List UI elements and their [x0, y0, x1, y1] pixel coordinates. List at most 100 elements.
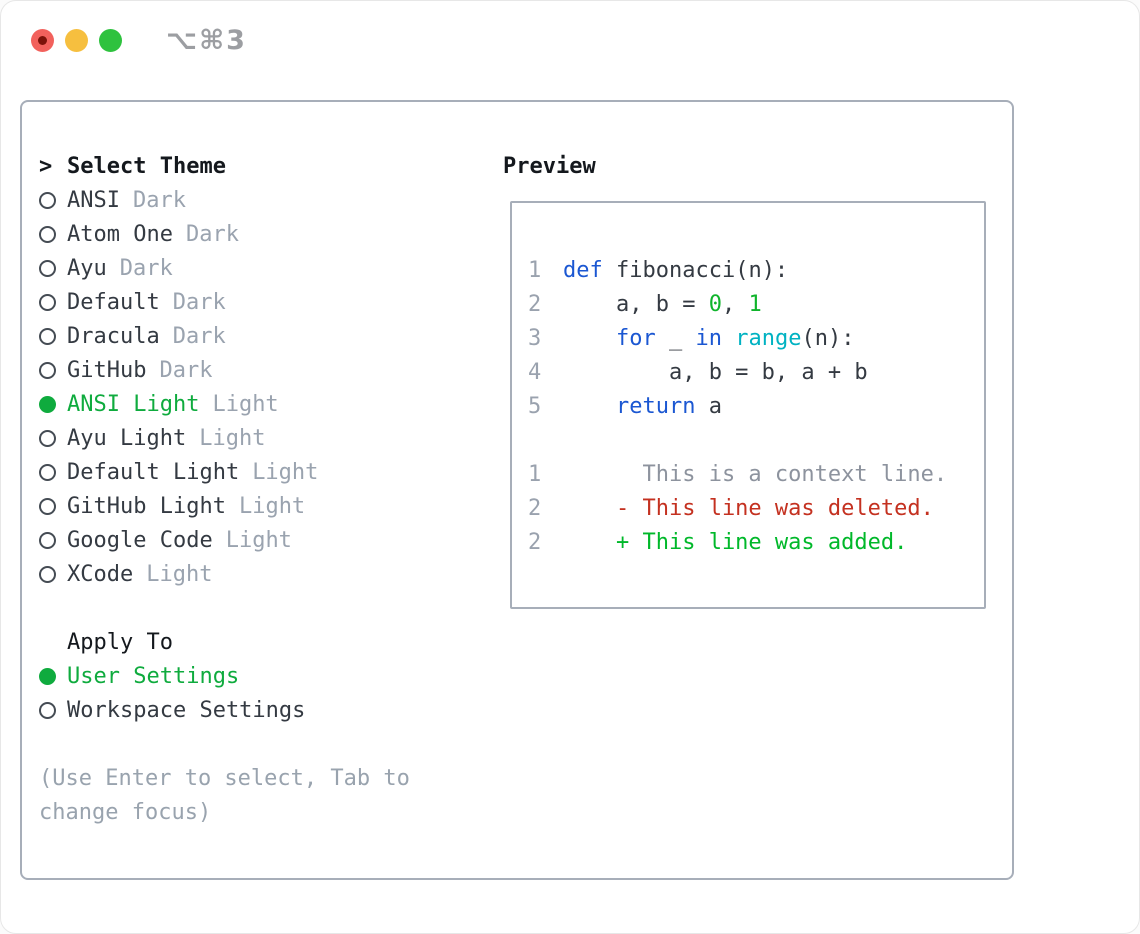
radio-unselected-icon[interactable]	[39, 259, 67, 277]
option-label: ANSI	[67, 187, 120, 213]
theme-list-header-row: > Select Theme	[39, 149, 410, 183]
radio-unselected-icon[interactable]	[39, 429, 67, 447]
cursor-icon: >	[39, 153, 53, 179]
line-number: 2	[528, 291, 542, 317]
line-number: 4	[528, 359, 542, 385]
theme-variant-label: Light	[238, 493, 306, 519]
option-label: Workspace Settings	[67, 697, 306, 723]
line-number: 1	[528, 257, 542, 283]
theme-option[interactable]: GitHub Light Light	[39, 489, 410, 523]
radio-unselected-icon[interactable]	[39, 293, 67, 311]
code-text: a, b = 0, 1	[563, 291, 762, 317]
theme-variant-label: Light	[225, 527, 292, 553]
code-text: return a	[615, 393, 722, 419]
theme-variant-label: Light	[146, 561, 213, 587]
theme-option[interactable]: Atom One Dark	[39, 217, 410, 251]
option-label: GitHub	[67, 357, 147, 383]
option-label: GitHub Light	[67, 493, 226, 519]
theme-option[interactable]: Ayu Dark	[39, 251, 410, 285]
code-line: 3 for _ in range(n):	[528, 321, 974, 355]
code-line: 2 a, b = 0, 1	[528, 287, 974, 321]
code-line	[528, 423, 974, 457]
maximize-button[interactable]	[99, 28, 122, 52]
theme-variant-label: Light	[199, 425, 266, 451]
theme-option[interactable]: Default Dark	[39, 285, 410, 319]
titlebar: ⌥⌘3	[1, 1, 1139, 79]
preview-title: Preview	[503, 153, 596, 179]
theme-variant-label: Dark	[172, 323, 226, 349]
code-line: 1 def fibonacci(n):	[528, 253, 974, 287]
line-number: 1	[528, 461, 542, 487]
hint-text: (Use Enter to select, Tab to change focus…	[39, 761, 410, 829]
code-text: - This line was deleted.	[563, 495, 934, 521]
radio-unselected-icon[interactable]	[39, 701, 67, 719]
line-number: 2	[528, 495, 542, 521]
code-line: 2 - This line was deleted.	[528, 491, 974, 525]
hint-line: (Use Enter to select, Tab to	[39, 765, 410, 791]
option-label: Google Code	[67, 527, 213, 553]
radio-selected-icon[interactable]	[39, 667, 67, 685]
radio-unselected-icon[interactable]	[39, 565, 67, 583]
line-number: 3	[528, 325, 542, 351]
theme-option[interactable]: Google Code Light	[39, 523, 410, 557]
option-label: Dracula	[67, 323, 160, 349]
code-text: for _ in range(n):	[615, 325, 855, 351]
radio-selected-icon[interactable]	[39, 395, 67, 413]
theme-option[interactable]: Ayu Light Light	[39, 421, 410, 455]
line-number: 2	[528, 529, 542, 555]
preview-title-row: Preview	[503, 149, 596, 183]
radio-unselected-icon[interactable]	[39, 361, 67, 379]
apply-to-option[interactable]: Workspace Settings	[39, 693, 410, 727]
radio-unselected-icon[interactable]	[39, 191, 67, 209]
theme-option[interactable]: Dracula Dark	[39, 319, 410, 353]
option-label: Default Light	[67, 459, 240, 485]
theme-variant-label: Dark	[172, 289, 226, 315]
close-button[interactable]	[31, 28, 54, 52]
radio-unselected-icon[interactable]	[39, 463, 67, 481]
code-text: def fibonacci(n):	[563, 257, 789, 283]
code-line: 2 + This line was added.	[528, 525, 974, 559]
code-text: This is a context line.	[563, 461, 948, 487]
code-line: 1 This is a context line.	[528, 457, 974, 491]
option-label: Default	[67, 289, 160, 315]
code-text: + This line was added.	[563, 529, 908, 555]
close-dot-icon	[38, 35, 47, 45]
radio-unselected-icon[interactable]	[39, 531, 67, 549]
option-label: Ayu	[67, 255, 107, 281]
theme-variant-label: Dark	[119, 255, 173, 281]
window-title: ⌥⌘3	[166, 24, 247, 56]
option-label: ANSI Light	[67, 391, 200, 417]
option-label: Atom One	[67, 221, 173, 247]
radio-unselected-icon[interactable]	[39, 497, 67, 515]
theme-variant-label: Light	[212, 391, 279, 417]
theme-variant-label: Light	[252, 459, 319, 485]
minimize-button[interactable]	[65, 28, 88, 52]
option-label: User Settings	[67, 663, 240, 689]
apply-to-header-row: Apply To	[39, 625, 410, 659]
section-spacer	[39, 727, 410, 761]
apply-to-title: Apply To	[67, 629, 173, 655]
hint-line: change focus)	[39, 799, 212, 825]
select-theme-title: Select Theme	[67, 153, 226, 179]
theme-option[interactable]: ANSI Light Light	[39, 387, 410, 421]
theme-option[interactable]: Default Light Light	[39, 455, 410, 489]
code-text: a, b = b, a + b	[563, 359, 868, 385]
line-number: 5	[528, 393, 542, 419]
section-spacer	[39, 591, 410, 625]
code-line: 4 a, b = b, a + b	[528, 355, 974, 389]
radio-unselected-icon[interactable]	[39, 327, 67, 345]
apply-to-option[interactable]: User Settings	[39, 659, 410, 693]
radio-unselected-icon[interactable]	[39, 225, 67, 243]
option-label: Ayu Light	[67, 425, 187, 451]
theme-variant-label: Dark	[185, 221, 239, 247]
